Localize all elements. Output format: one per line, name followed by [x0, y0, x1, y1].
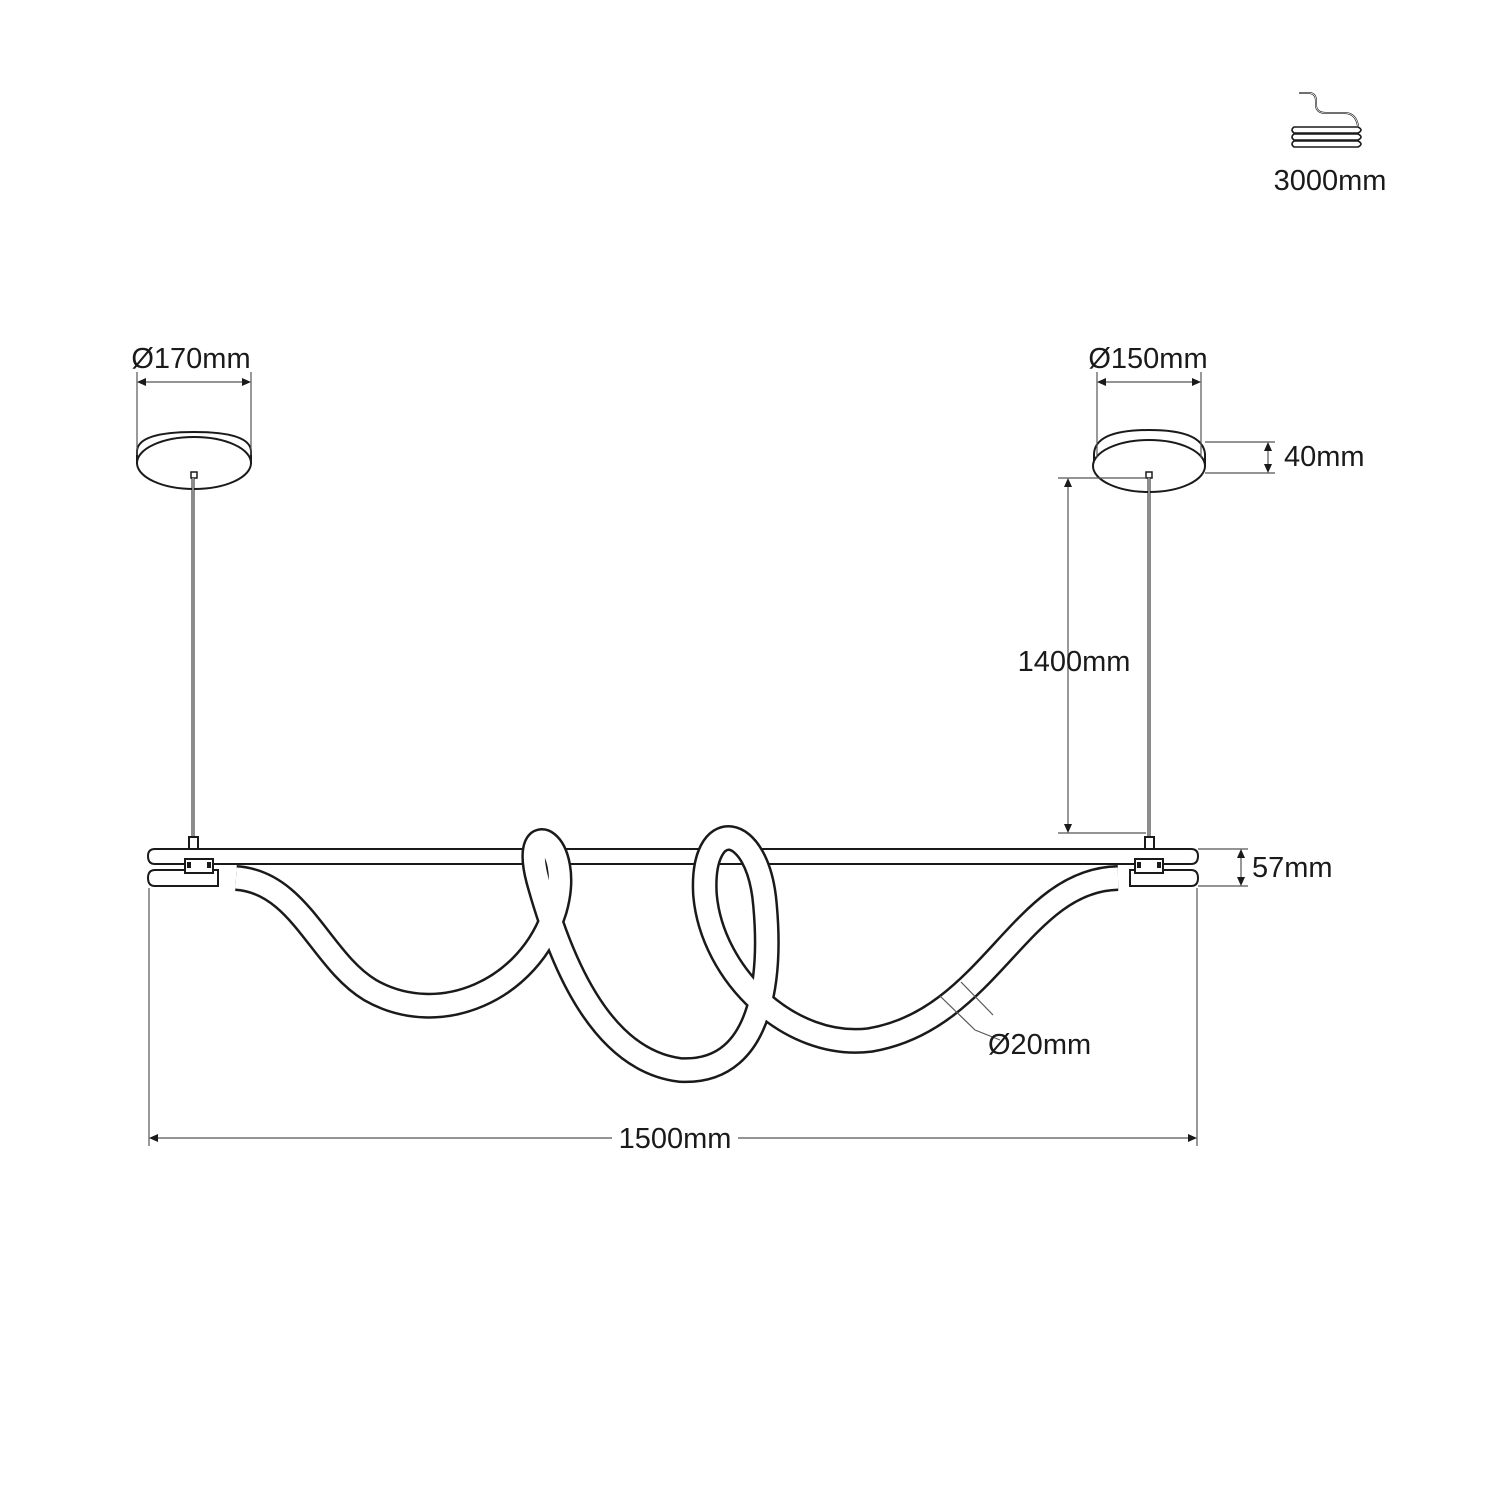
cable-length-label: 3000mm	[1274, 165, 1387, 197]
right-canopy-diameter-label: Ø150mm	[1088, 343, 1207, 375]
bar-height-dimension	[1198, 848, 1248, 887]
total-width-label: 1500mm	[619, 1123, 732, 1155]
suspension-length-label: 1400mm	[1018, 646, 1131, 678]
coiled-cable-icon	[1291, 92, 1362, 148]
canopy-height-dimension	[1205, 441, 1275, 474]
light-bar	[146, 836, 1200, 887]
flexible-led-tube	[234, 825, 1119, 1084]
suspension-length-dimension	[1058, 477, 1146, 834]
left-canopy-diameter-dimension	[136, 372, 252, 455]
tube-diameter-label: Ø20mm	[988, 1029, 1091, 1061]
total-width-dimension	[148, 888, 1198, 1146]
canopy-height-label: 40mm	[1284, 441, 1365, 473]
right-canopy-diameter-dimension	[1096, 372, 1202, 458]
bar-height-label: 57mm	[1252, 852, 1333, 884]
left-canopy-diameter-label: Ø170mm	[131, 343, 250, 375]
right-canopy	[1092, 428, 1206, 493]
tube-diameter-dimension	[939, 981, 1001, 1041]
